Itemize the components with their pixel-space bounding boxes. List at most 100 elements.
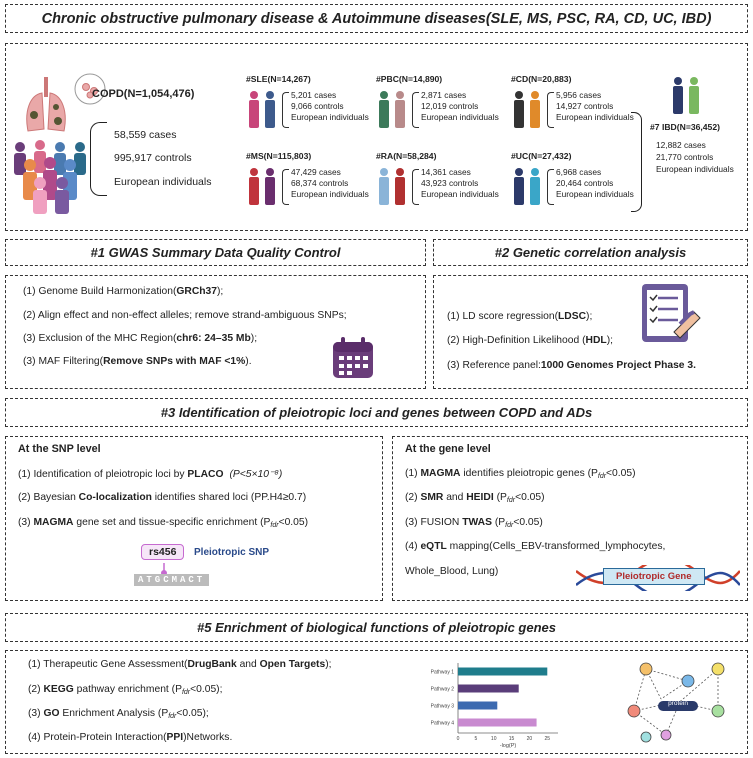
rs-id-label: rs456 [141,544,185,560]
ms-title: #MS(N=115,803) [246,151,312,161]
ra-population: European individuals [421,189,499,199]
chart-bar [458,684,519,693]
s5-item-3: (3) GO Enrichment Analysis (Pfdr<0.05); [28,708,209,720]
copd-controls: 995,917 controls [114,152,192,164]
ppi-network-icon [627,662,725,743]
s1-header: #1 GWAS Summary Data Quality Control [90,245,341,260]
ibd-title: #7 IBD(N=36,452) [650,122,720,132]
snp-item-3: (3) MAGMA gene set and tissue-specific e… [18,517,309,529]
pleiotropic-snp-label: Pleiotropic SNP [194,547,270,558]
s1-item-3: (3) Exclusion of the MHC Region(chr6: 24… [23,333,258,344]
s5-item-1: (1) Therapeutic Gene Assessment(DrugBank… [28,659,332,670]
chart-bar [458,718,537,727]
sle-controls: 9,066 controls [291,101,344,111]
chart-category-label: Pathway 1 [431,670,455,676]
pbc-cases: 2,871 cases [421,90,467,100]
chart-tick-label: 0 [457,736,460,742]
uc-controls: 20,464 controls [556,178,614,188]
chart-tick-label: 25 [545,736,551,742]
ms-population: European individuals [291,189,369,199]
gene-item-5: Whole_Blood, Lung) [405,566,499,577]
snp-level-title: At the SNP level [18,443,101,455]
uc-brace [547,169,554,205]
uc-title: #UC(N=27,432) [511,151,572,161]
cd-population: European individuals [556,112,634,122]
s5-item-2: (2) KEGG pathway enrichment (Pfdr<0.05); [28,684,223,696]
s2-header: #2 Genetic correlation analysis [494,245,687,260]
uc-people-icon [514,168,540,205]
sle-people-icon [249,91,275,128]
checklist-icon [642,284,701,342]
ms-cases: 47,429 cases [291,167,341,177]
s5-body: (1) Therapeutic Gene Assessment(DrugBank… [5,650,748,754]
s2-header-box: #2 Genetic correlation analysis [433,239,748,266]
protein-label: protein [668,700,688,707]
snp-item-2: (2) Bayesian Co-localization identifies … [18,492,307,503]
disease-ra: #RA(N=58,284) 14,361 cases 43,923 contro… [376,151,499,205]
chart-bar [458,667,548,676]
gene-item-2: (2) SMR and HEIDI (Pfdr<0.05) [405,492,545,504]
chart-tick-label: 20 [527,736,533,742]
lungs-icon [26,73,106,132]
chart-tick-label: 5 [474,736,477,742]
ad-group-brace [631,112,642,212]
gene-item-4: (4) eQTL mapping(Cells_EBV-transformed_l… [405,541,666,552]
ra-people-icon [379,168,405,205]
calendar-icon [333,337,373,378]
s1-body: (1) Genome Build Harmonization(GRCh37); … [5,275,426,389]
copd-population: European individuals [114,176,212,188]
chart-tick-label: 10 [491,736,497,742]
gene-level-box: At the gene level (1) MAGMA identifies p… [392,436,748,601]
ra-brace [412,169,419,205]
s1-item-2: (2) Align effect and non-effect alleles;… [23,310,347,321]
s1-item-4: (3) MAF Filtering(Remove SNPs with MAF <… [23,356,252,367]
s5-header: #5 Enrichment of biological functions of… [197,620,556,635]
people-group-icon [14,140,86,214]
chart-category-label: Pathway 3 [431,704,455,710]
cohort-box: COPD(N=1,054,476) 58,559 cases 995,917 c… [5,43,748,231]
s5-item-4: (4) Protein-Protein Interaction(PPI)Netw… [28,732,233,743]
s1-item-1: (1) Genome Build Harmonization(GRCh37); [23,286,224,297]
chart-category-label: Pathway 2 [431,687,455,693]
gene-item-1: (1) MAGMA identifies pleiotropic genes (… [405,468,636,480]
ra-title: #RA(N=58,284) [376,151,437,161]
pbc-title: #PBC(N=14,890) [376,74,443,84]
disease-ms: #MS(N=115,803) 47,429 cases 68,374 contr… [246,151,369,205]
chart-tick-label: 15 [509,736,515,742]
copd-cases: 58,559 cases [114,129,177,141]
main-title-box: Chronic obstructive pulmonary disease & … [5,4,748,33]
pbc-population: European individuals [421,112,499,122]
ms-brace [282,169,289,205]
chart-x-label: -log(P) [500,743,517,749]
cd-title: #CD(N=20,883) [511,74,572,84]
s2-item-2: (2) High-Definition Likelihood (HDL); [447,335,613,346]
ms-controls: 68,374 controls [291,178,349,188]
ibd-people-icon [673,77,699,114]
copd-brace [90,122,107,196]
s2-body: (1) LD score regression(LDSC); (2) High-… [433,275,748,389]
ms-people-icon [249,168,275,205]
main-title: Chronic obstructive pulmonary disease & … [41,10,712,27]
sle-population: European individuals [291,112,369,122]
disease-pbc: #PBC(N=14,890) 2,871 cases 12,019 contro… [376,74,499,128]
uc-population: European individuals [556,189,634,199]
ibd-population: European individuals [656,164,734,174]
s2-item-1: (1) LD score regression(LDSC); [447,311,593,322]
sle-cases: 5,201 cases [291,90,337,100]
uc-cases: 6,968 cases [556,167,602,177]
s2-item-3: (3) Reference panel:1000 Genomes Project… [447,360,696,371]
ibd-cases: 12,882 cases [656,140,706,150]
disease-sle: #SLE(N=14,267) 5,201 cases 9,066 control… [246,74,369,128]
pbc-people-icon [379,91,405,128]
copd-title: COPD(N=1,054,476) [92,88,195,100]
chart-category-label: Pathway 4 [431,721,455,727]
snp-level-box: At the SNP level (1) Identification of p… [5,436,383,601]
cd-people-icon [514,91,540,128]
sle-title: #SLE(N=14,267) [246,74,311,84]
pleiotropic-gene-label: Pleiotropic Gene [603,568,705,585]
gene-item-3: (3) FUSION TWAS (Pfdr<0.05) [405,517,543,529]
snp-item-1: (1) Identification of pleiotropic loci b… [18,469,283,480]
chart-bar [458,701,498,710]
gene-level-title: At the gene level [405,443,491,455]
pathway-bar-chart: Pathway 1 Pathway 2 Pathway 3 Pathway 4 0 5 10… [431,663,558,749]
